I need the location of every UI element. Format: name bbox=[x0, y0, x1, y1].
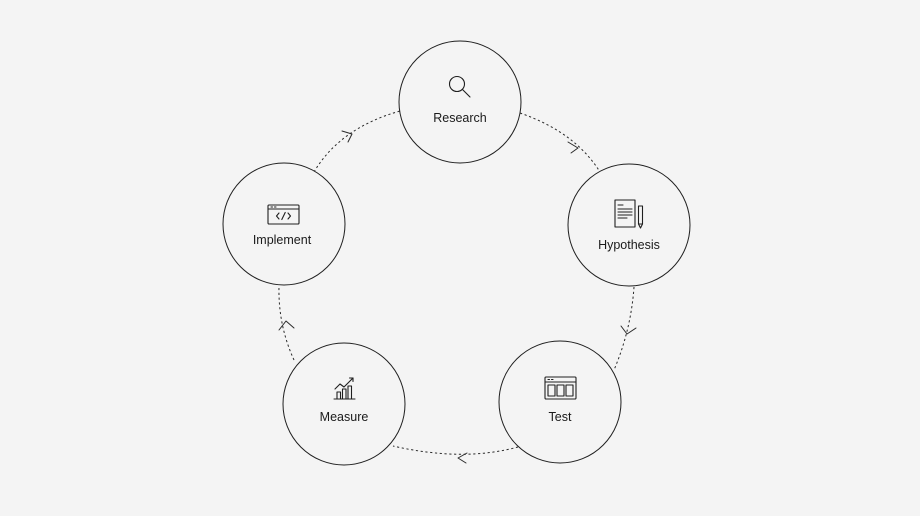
edge-test-to-measure bbox=[392, 445, 519, 455]
node-test: Test bbox=[498, 340, 622, 464]
node-measure-circle bbox=[282, 342, 406, 466]
growth-chart-icon bbox=[333, 377, 356, 400]
arrowhead-research-to-hypothesis bbox=[567, 141, 579, 154]
edge-research-to-hypothesis bbox=[519, 112, 601, 173]
connectors bbox=[278, 110, 637, 464]
node-hypothesis-label: Hypothesis bbox=[598, 238, 660, 252]
edge-measure-to-implement bbox=[278, 285, 295, 361]
magnifier-icon bbox=[448, 75, 471, 98]
code-window-icon bbox=[267, 204, 300, 225]
edge-hypothesis-to-test bbox=[613, 286, 635, 371]
arrowhead-test-to-measure bbox=[457, 452, 468, 464]
browser-columns-icon bbox=[544, 376, 577, 400]
node-research-circle bbox=[398, 40, 522, 164]
node-research: Research bbox=[398, 40, 522, 164]
node-measure: Measure bbox=[282, 342, 406, 466]
document-pencil-icon bbox=[614, 199, 644, 229]
node-test-label: Test bbox=[549, 410, 572, 424]
node-hypothesis: Hypothesis bbox=[567, 163, 691, 287]
edge-implement-to-research bbox=[313, 110, 401, 173]
node-test-circle bbox=[498, 340, 622, 464]
arrowhead-measure-to-implement bbox=[278, 320, 295, 331]
arrowhead-hypothesis-to-test bbox=[620, 325, 637, 335]
node-hypothesis-circle bbox=[567, 163, 691, 287]
node-implement-label: Implement bbox=[253, 233, 312, 247]
node-measure-label: Measure bbox=[320, 410, 369, 424]
node-implement: Implement bbox=[222, 162, 346, 286]
arrowhead-implement-to-research bbox=[341, 130, 353, 143]
node-research-label: Research bbox=[433, 111, 487, 125]
